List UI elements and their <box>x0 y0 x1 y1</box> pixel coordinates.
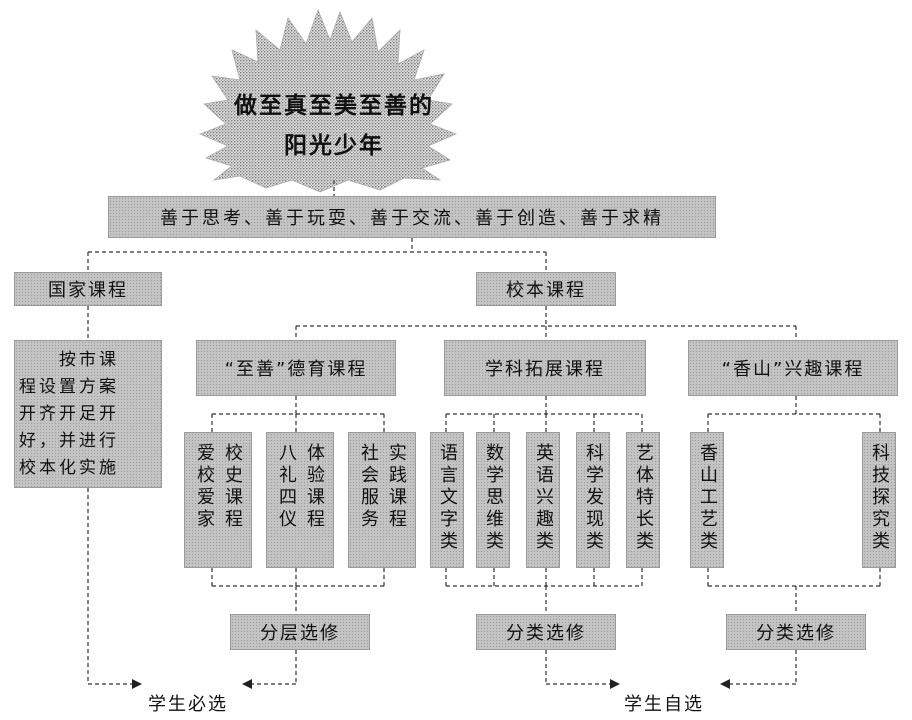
required-label: 学生必选 <box>148 694 228 715</box>
subject-select-box: 分类选修 <box>476 614 616 650</box>
moral-item-3-col1: 社会服务 <box>358 443 379 531</box>
sun-title-line1: 做至真至美至善的 <box>234 93 434 119</box>
moral-item-3: 社会服务 实践课程 <box>348 432 416 568</box>
subject-item-5-label: 艺体特长类 <box>633 443 654 553</box>
moral-course-box: “至善”德育课程 <box>196 340 396 396</box>
interest-item-1-label: 香山工艺类 <box>697 443 718 553</box>
national-desc-line-5: 校本化实施 <box>19 458 119 478</box>
moral-item-2-col2: 体验课程 <box>304 443 325 531</box>
subject-item-1: 语言文字类 <box>430 432 464 568</box>
interest-course-box: “香山”兴趣课程 <box>688 340 898 396</box>
connector-lines <box>87 180 881 685</box>
moral-item-2-col1: 八礼四仪 <box>276 443 297 531</box>
subject-item-4-label: 科学发现类 <box>583 443 604 553</box>
subject-item-3-label: 英语兴趣类 <box>533 443 554 553</box>
national-desc-line-2: 程设置方案 <box>19 377 119 397</box>
subject-item-5: 艺体特长类 <box>626 432 660 568</box>
subject-item-2-label: 数学思维类 <box>483 443 504 553</box>
moral-item-3-col2: 实践课程 <box>386 443 407 531</box>
interest-item-1: 香山工艺类 <box>690 432 724 568</box>
moral-item-2: 八礼四仪 体验课程 <box>266 432 334 568</box>
subject-item-2: 数学思维类 <box>476 432 510 568</box>
school-curriculum-box: 校本课程 <box>476 272 616 306</box>
national-desc-text: 按市课 程设置方案 开齐开足开 好，并进行 校本化实施 <box>19 347 119 482</box>
moral-item-1-col1: 爱校爱家 <box>194 443 215 531</box>
traits-bar: 善于思考、善于玩耍、善于交流、善于创造、善于求精 <box>108 196 716 238</box>
sun-burst-shape <box>198 8 458 193</box>
national-curriculum-box: 国家课程 <box>14 272 162 306</box>
subject-course-box: 学科拓展课程 <box>444 340 646 396</box>
interest-item-2-label: 科技探究类 <box>869 443 890 553</box>
sun-title-line2: 阳光少年 <box>284 133 384 159</box>
national-desc-line-3: 开齐开足开 <box>19 404 119 424</box>
national-desc-line-4: 好，并进行 <box>19 431 119 451</box>
arrowheads <box>132 679 730 689</box>
subject-item-3: 英语兴趣类 <box>526 432 560 568</box>
moral-item-1-col2: 校史课程 <box>222 443 243 531</box>
elective-label: 学生自选 <box>624 694 704 715</box>
moral-item-1: 爱校爱家 校史课程 <box>184 432 252 568</box>
interest-select-box: 分类选修 <box>726 614 866 650</box>
national-curriculum-desc: 按市课 程设置方案 开齐开足开 好，并进行 校本化实施 <box>14 340 162 488</box>
national-desc-line-1: 按市课 <box>19 350 119 370</box>
sun-title: 做至真至美至善的 阳光少年 <box>224 86 444 166</box>
subject-item-1-label: 语言文字类 <box>437 443 458 553</box>
moral-select-box: 分层选修 <box>230 614 370 650</box>
interest-item-2: 科技探究类 <box>862 432 896 568</box>
subject-item-4: 科学发现类 <box>576 432 610 568</box>
